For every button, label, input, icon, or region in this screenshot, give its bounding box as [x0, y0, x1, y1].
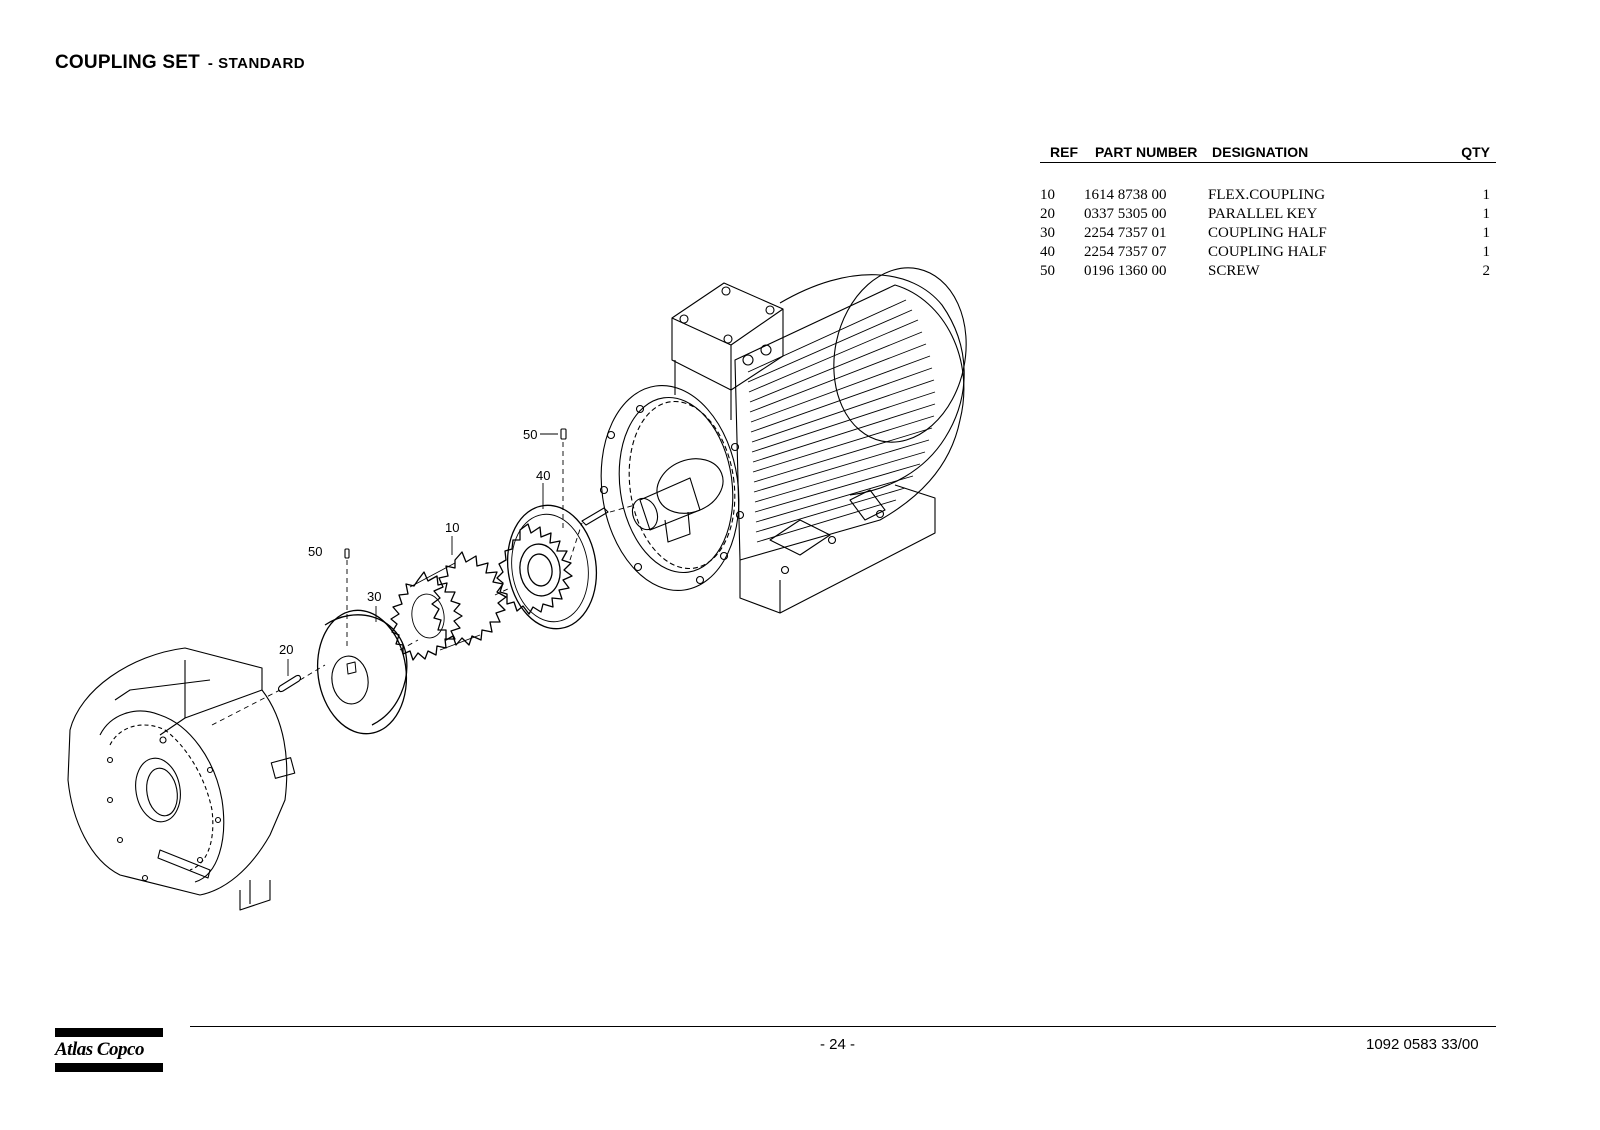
- callout-coupling-half-30: 30: [367, 589, 381, 604]
- cell-part-number: 0196 1360 00: [1084, 263, 1167, 279]
- assembly-lines: [211, 442, 636, 726]
- flex-coupling-10: [390, 551, 507, 661]
- title-subtitle: - STANDARD: [207, 55, 306, 72]
- cell-ref: 30: [1040, 225, 1055, 241]
- motor-flange: [599, 385, 745, 591]
- cell-part-number: 2254 7357 07: [1084, 244, 1167, 260]
- parallel-key-20: [278, 674, 301, 693]
- col-designation-header: DESIGNATION: [1212, 144, 1309, 160]
- terminal-box: [671, 282, 784, 420]
- callout-parallel-key-20: 20: [279, 642, 293, 657]
- table-row: 10 1614 8738 00 FLEX.COUPLING 1: [1040, 187, 1496, 206]
- cell-qty: 2: [1482, 263, 1491, 279]
- callout-coupling-half-40: 40: [536, 468, 550, 483]
- logo-bar-bottom: [55, 1063, 163, 1072]
- table-row: 30 2254 7357 01 COUPLING HALF 1: [1040, 225, 1496, 244]
- cell-qty: 1: [1482, 225, 1491, 241]
- cell-qty: 1: [1482, 187, 1491, 203]
- parts-table: REF PART NUMBER DESIGNATION QTY 10 1614 …: [1040, 142, 1496, 282]
- logo-text: Atlas Copco: [55, 1039, 144, 1060]
- title-main: COUPLING SET: [55, 52, 200, 73]
- cell-designation: COUPLING HALF: [1208, 244, 1327, 260]
- footer-rule: [190, 1026, 1496, 1027]
- coupling-half-30: [316, 609, 408, 735]
- cell-designation: FLEX.COUPLING: [1208, 187, 1326, 203]
- page-title: COUPLING SET - STANDARD: [55, 52, 305, 74]
- cooling-fins: [747, 299, 936, 543]
- cell-part-number: 2254 7357 01: [1084, 225, 1167, 241]
- logo-bar-top: [55, 1028, 163, 1037]
- leader-lines: [287, 433, 558, 676]
- electric-motor: [599, 267, 967, 614]
- col-part-number-header: PART NUMBER: [1095, 144, 1198, 160]
- cell-part-number: 1614 8738 00: [1084, 187, 1167, 203]
- atlas-copco-logo: Atlas Copco: [55, 1028, 163, 1072]
- col-qty-header: QTY: [1461, 144, 1490, 160]
- screw-50-left: [344, 548, 350, 559]
- callout-screw-left: 50: [308, 544, 322, 559]
- cell-qty: 1: [1482, 244, 1491, 260]
- table-row: 40 2254 7357 07 COUPLING HALF 1: [1040, 244, 1496, 263]
- cell-designation: COUPLING HALF: [1208, 225, 1327, 241]
- table-row: 20 0337 5305 00 PARALLEL KEY 1: [1040, 206, 1496, 225]
- motor-shaft: [631, 458, 724, 543]
- cell-ref: 50: [1040, 263, 1055, 279]
- cell-ref: 40: [1040, 244, 1055, 260]
- motor-feet: [739, 484, 936, 614]
- cell-ref: 10: [1040, 187, 1055, 203]
- cell-designation: SCREW: [1208, 263, 1260, 279]
- table-row: 50 0196 1360 00 SCREW 2: [1040, 263, 1496, 282]
- screw-50-top: [560, 428, 567, 440]
- motor-parallel-key: [581, 507, 609, 526]
- callout-flex-coupling-10: 10: [445, 520, 459, 535]
- cell-ref: 20: [1040, 206, 1055, 222]
- parts-table-body: 10 1614 8738 00 FLEX.COUPLING 1 20 0337 …: [1040, 187, 1496, 282]
- coupling-half-40: [496, 504, 598, 630]
- cell-designation: PARALLEL KEY: [1208, 206, 1318, 222]
- parts-table-header: REF PART NUMBER DESIGNATION QTY: [1040, 142, 1496, 163]
- document-number: 1092 0583 33/00: [1366, 1036, 1479, 1053]
- compressor-housing: [67, 647, 296, 911]
- page-number: - 24 -: [820, 1036, 856, 1053]
- callout-screw-top: 50: [523, 427, 537, 442]
- cell-qty: 1: [1482, 206, 1491, 222]
- cell-part-number: 0337 5305 00: [1084, 206, 1167, 222]
- col-ref-header: REF: [1050, 144, 1078, 160]
